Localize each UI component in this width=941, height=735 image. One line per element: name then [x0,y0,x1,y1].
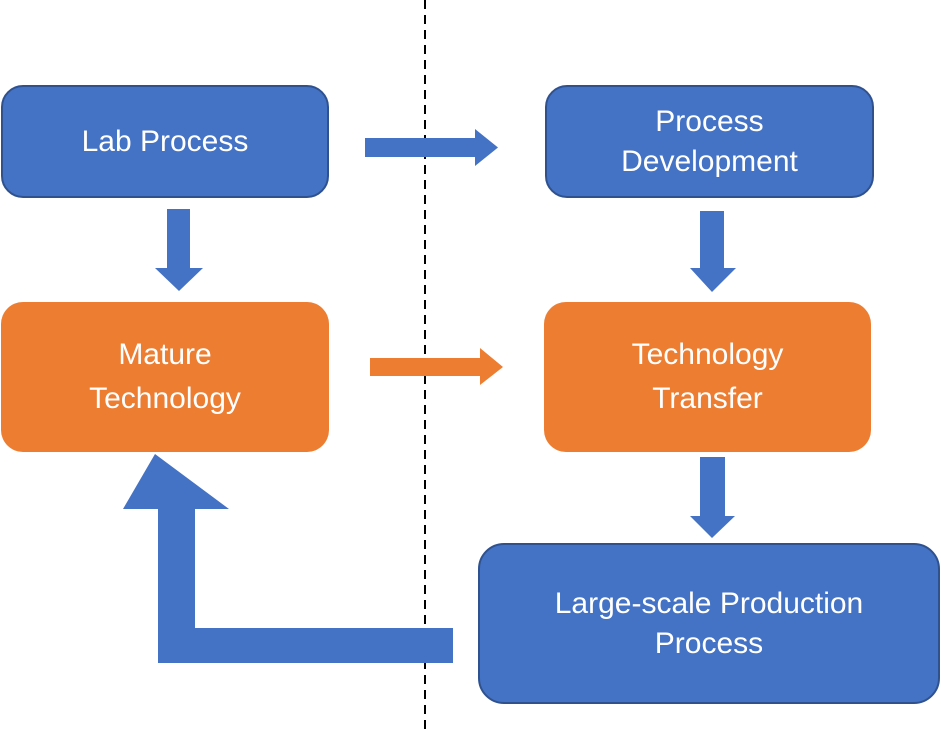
technology-transfer-label: Technology Transfer [631,338,784,415]
arrow-lab-to-process-dev [365,129,498,166]
lab-process-label: Lab Process [81,124,249,158]
process-development-box: Process Development [545,85,874,198]
technology-transfer-box: Technology Transfer [544,302,871,452]
lab-process-box: Lab Process [1,85,329,198]
arrow-mature-to-transfer [370,348,503,385]
mature-technology-label: Mature Technology [89,338,241,415]
arrow-transfer-to-large-scale [690,457,735,538]
feedback-arrow-large-scale-to-mature [123,454,453,663]
arrow-lab-to-mature [155,209,203,291]
process-development-label: Process Development [621,104,798,178]
arrow-process-dev-to-transfer [690,211,736,292]
mature-technology-box: Mature Technology [1,302,329,452]
large-scale-production-box: Large-scale Production Process [478,543,940,704]
large-scale-production-label: Large-scale Production Process [554,586,864,660]
